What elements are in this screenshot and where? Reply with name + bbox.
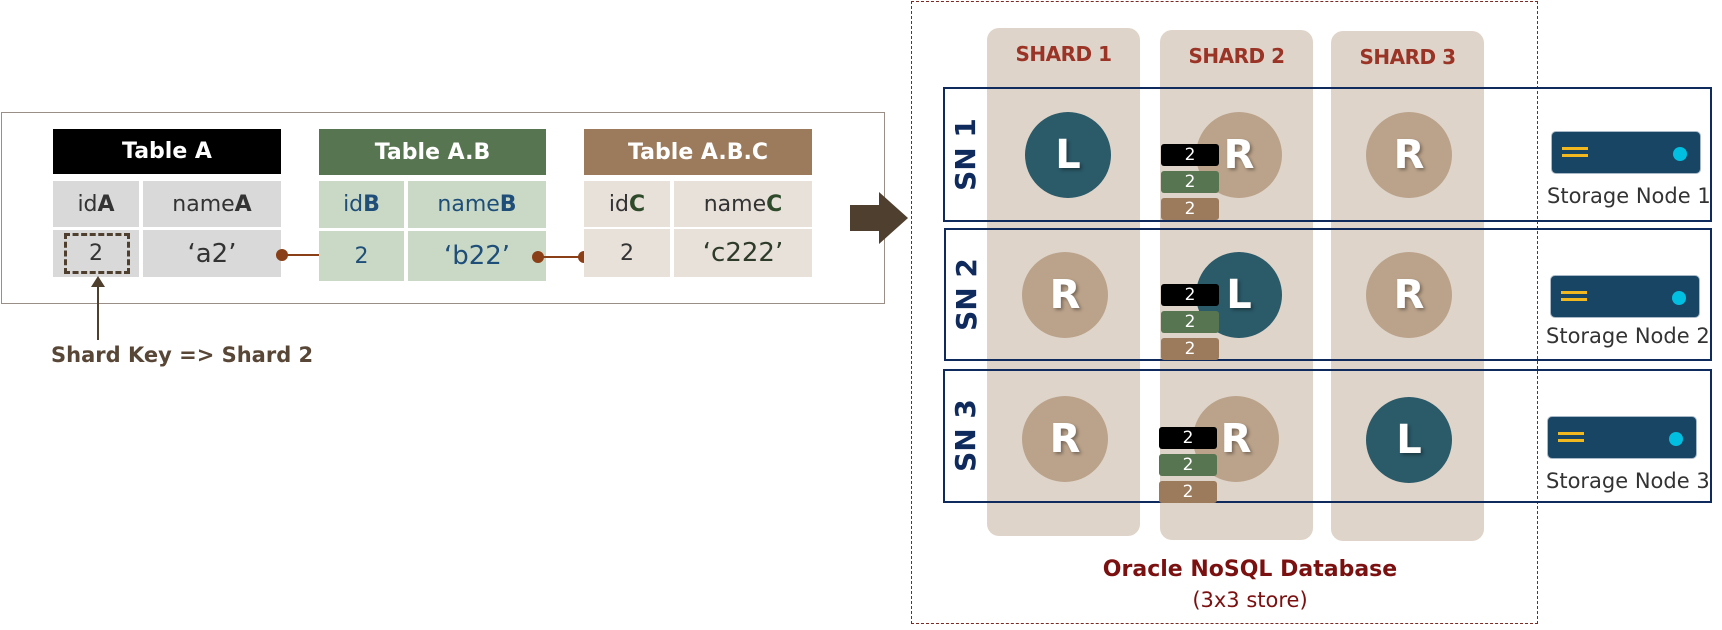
table-a-cell-name: ‘a2’ <box>143 230 281 277</box>
table-ab-cell-name: ‘b22’ <box>408 231 546 281</box>
storage-node-name: Storage Node 1 <box>1547 184 1711 208</box>
leader-node: L <box>1366 397 1452 483</box>
record-table-abc: 2 <box>1161 338 1219 360</box>
sn-label: SN 2 <box>949 257 983 331</box>
record-table-ab: 2 <box>1161 171 1219 193</box>
server-icon <box>1550 275 1700 318</box>
replica-node: R <box>1366 252 1452 338</box>
table-a-title: Table A <box>53 129 281 174</box>
replica-node: R <box>1022 252 1108 338</box>
record-table-a: 2 <box>1161 144 1219 166</box>
leader-node: L <box>1025 112 1111 198</box>
record-table-abc: 2 <box>1159 481 1217 503</box>
storage-node-row-1: SN 1 <box>943 87 1712 222</box>
sn-label: SN 3 <box>948 399 982 472</box>
record-table-ab: 2 <box>1159 454 1217 476</box>
storage-node-name: Storage Node 2 <box>1546 324 1710 348</box>
record-table-abc: 2 <box>1161 198 1219 220</box>
record-table-a: 2 <box>1159 427 1217 449</box>
table-ab-title: Table A.B <box>319 129 546 175</box>
arrow-up-icon <box>91 276 105 287</box>
database-title: Oracle NoSQL Database <box>1102 557 1398 582</box>
database-subtitle: (3x3 store) <box>1192 588 1308 612</box>
arrow-right-icon <box>850 192 908 244</box>
shard-label: SHARD 2 <box>1188 44 1285 68</box>
shard-key-highlight <box>64 233 130 274</box>
table-abc-cell-id: 2 <box>584 229 670 277</box>
replica-node: R <box>1366 112 1452 198</box>
table-abc-title: Table A.B.C <box>584 129 812 175</box>
record-table-ab: 2 <box>1161 311 1219 333</box>
database-container <box>911 1 1538 624</box>
shard-key-pointer <box>97 285 99 340</box>
table-a-cell-id: 2 <box>53 230 139 277</box>
replica-node: R <box>1022 396 1108 482</box>
server-icon <box>1547 416 1697 459</box>
table-abc-cell-name: ‘c222’ <box>674 229 812 277</box>
server-icon <box>1551 131 1701 174</box>
record-table-a: 2 <box>1161 284 1219 306</box>
connector-line-a-b <box>282 254 328 256</box>
shard-key-label: Shard Key => Shard 2 <box>51 343 314 367</box>
storage-node-row-3: SN 3 <box>943 369 1712 503</box>
connector-line-b-c <box>538 256 584 258</box>
shard-label: SHARD 3 <box>1359 45 1456 69</box>
storage-node-name: Storage Node 3 <box>1546 469 1710 493</box>
shard-label: SHARD 1 <box>1015 42 1112 66</box>
sn-label: SN 1 <box>948 117 982 191</box>
storage-node-row-2: SN 2 <box>944 228 1712 361</box>
table-ab-cell-id: 2 <box>319 231 404 281</box>
